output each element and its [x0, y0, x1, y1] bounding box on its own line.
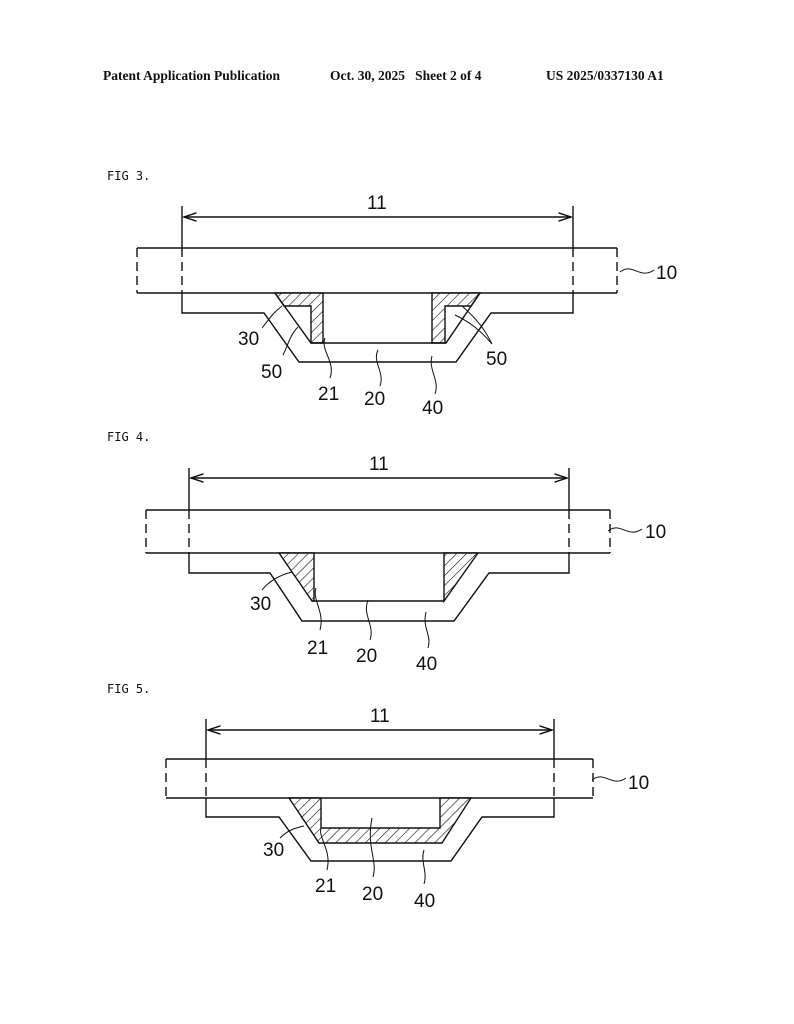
ref-30: 30	[263, 840, 284, 861]
leader-40	[424, 611, 430, 649]
ref-40: 40	[414, 891, 435, 912]
leader-30	[279, 825, 305, 839]
layer-40-outline	[205, 798, 555, 862]
leader-50a	[282, 326, 299, 356]
leader-21	[323, 337, 332, 379]
ref-20: 20	[362, 884, 383, 905]
publication-number: US 2025/0337130 A1	[546, 68, 664, 83]
cavity-outline	[274, 292, 481, 344]
ref-50: 50	[261, 362, 282, 383]
hatched-layer-30	[287, 797, 473, 844]
ref-30: 30	[250, 594, 271, 615]
ref-21: 21	[315, 876, 336, 897]
ref-10: 10	[628, 773, 649, 794]
leader-40	[422, 849, 426, 885]
hatched-layer-30-left	[273, 292, 324, 344]
leader-30	[261, 571, 293, 591]
hatched-layer-30-right	[443, 552, 480, 604]
leader-20	[375, 349, 382, 387]
leader-20	[365, 599, 372, 641]
ref-10: 10	[656, 263, 677, 284]
hatched-layer-30-right	[431, 292, 482, 344]
ref-30: 30	[238, 329, 259, 350]
ref-40: 40	[422, 398, 443, 419]
figure-5: FIG 5. 11 30 21 20 40 10	[107, 682, 649, 912]
ref-11: 11	[369, 454, 389, 475]
figure-4: FIG 4. 11 30 21 20 40 10	[107, 430, 666, 675]
leader-20	[369, 817, 375, 878]
leader-21	[320, 827, 329, 871]
figure-3: FIG 3. 11 30 50 21 20 40 50 10	[107, 169, 677, 419]
figure-label: FIG 5.	[107, 682, 150, 696]
ref-11: 11	[367, 193, 387, 214]
ref-10: 10	[645, 522, 666, 543]
date-sheet: Oct. 30, 2025 Sheet 2 of 4	[330, 68, 482, 83]
figure-label: FIG 4.	[107, 430, 150, 444]
ref-20: 20	[356, 646, 377, 667]
leader-50b	[454, 305, 493, 345]
ref-11: 11	[370, 706, 390, 727]
leader-30	[261, 305, 283, 329]
leader-21	[314, 587, 322, 631]
ref-50: 50	[486, 349, 507, 370]
ref-21: 21	[307, 638, 328, 659]
leader-10	[619, 268, 655, 274]
ref-40: 40	[416, 654, 437, 675]
leader-10	[591, 776, 627, 782]
leader-10	[607, 527, 643, 533]
publication-title: Patent Application Publication	[103, 68, 281, 83]
ref-21: 21	[318, 384, 339, 405]
figure-label: FIG 3.	[107, 169, 150, 183]
leader-40	[430, 355, 437, 395]
ref-20: 20	[364, 389, 385, 410]
layer-40-outline	[188, 553, 570, 622]
